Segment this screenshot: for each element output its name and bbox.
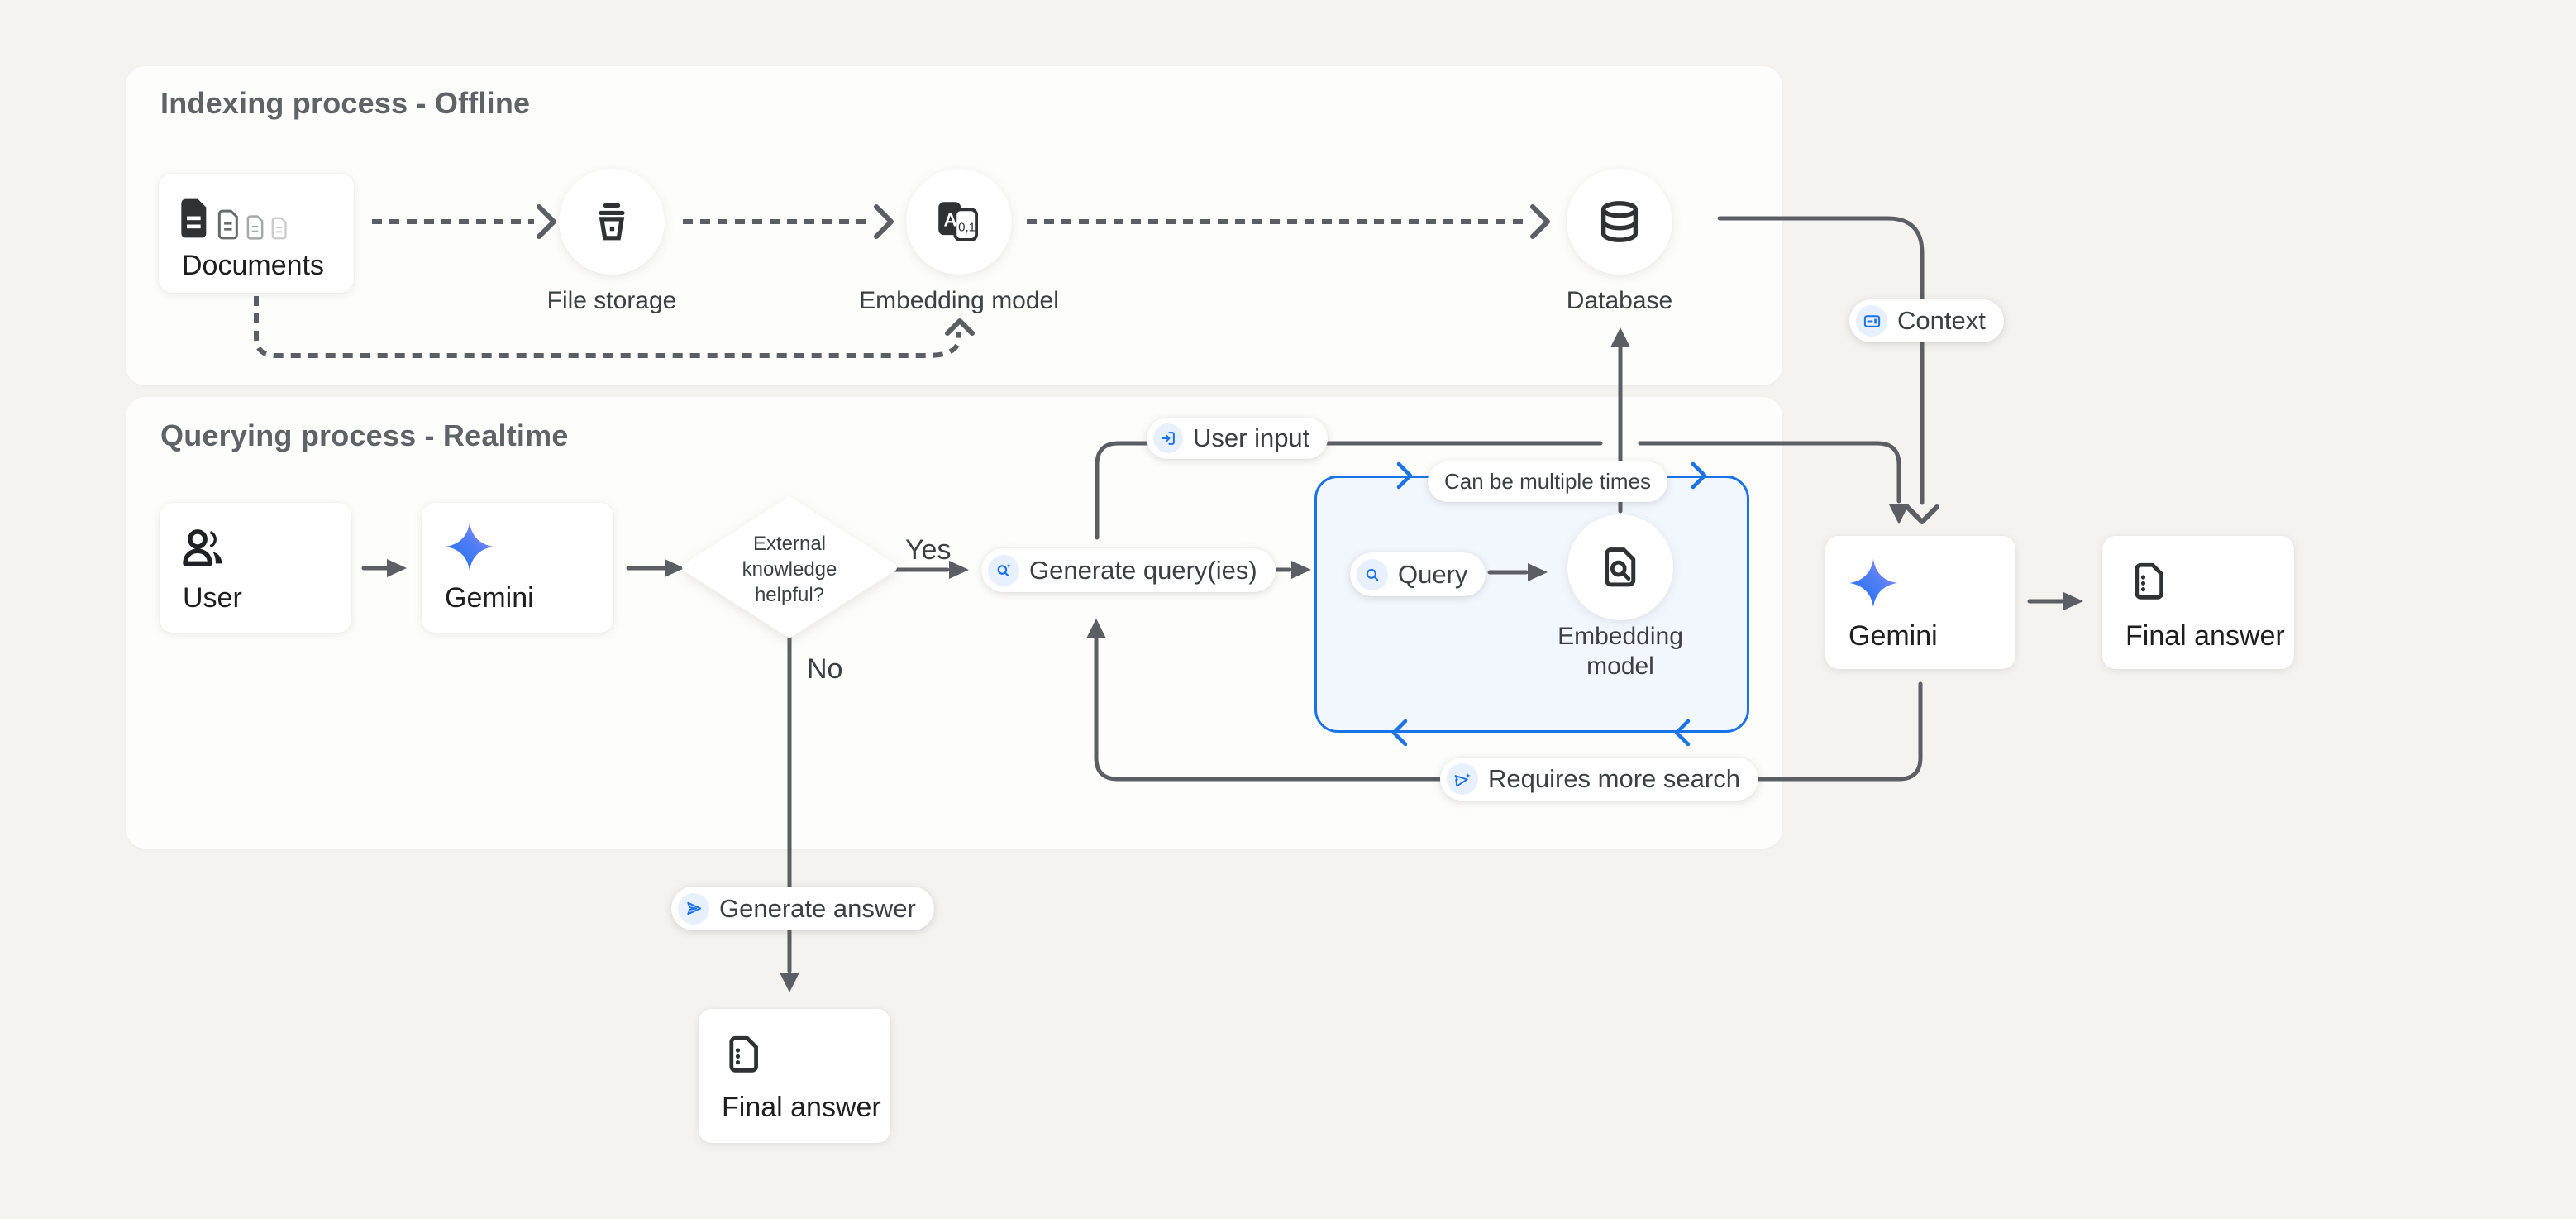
send-icon — [678, 892, 709, 925]
generate-queries-pill[interactable]: Generate query(ies) — [981, 548, 1276, 592]
gemini-answer-label: Gemini — [1849, 620, 1938, 652]
final-answer-right-card[interactable]: Final answer — [2102, 536, 2294, 669]
file-storage-label: File storage — [546, 287, 677, 314]
search-icon — [1357, 558, 1388, 590]
document-icon — [181, 198, 207, 238]
gemini-star-icon — [1849, 558, 1898, 608]
embedding-model-label: Embedding model — [859, 287, 1059, 314]
no-edge-label: No — [807, 653, 843, 685]
send-sparkle-icon — [1447, 763, 1478, 795]
user-input-label: User input — [1193, 423, 1310, 452]
requires-more-search-label: Requires more search — [1488, 764, 1740, 793]
documents-label: Documents — [182, 250, 324, 281]
embedding-model-icon: A 0,1 — [938, 202, 979, 241]
documents-card[interactable]: Documents — [159, 174, 354, 293]
database-node[interactable] — [1567, 169, 1672, 275]
document-icon — [246, 215, 264, 240]
context-pill-label: Context — [1897, 306, 1986, 335]
final-answer-right-label: Final answer — [2125, 620, 2285, 652]
documents-icon — [179, 197, 289, 240]
query-embedding-label: Embedding model — [1558, 623, 1683, 680]
user-label: User — [183, 582, 242, 614]
can-be-multiple-times-label: Can be multiple times — [1444, 469, 1651, 494]
database-label: Database — [1566, 287, 1673, 314]
login-icon — [1153, 423, 1183, 453]
gemini-star-icon — [445, 522, 494, 571]
decision-text: External knowledge helpful? — [742, 533, 837, 606]
user-card[interactable]: User — [160, 503, 351, 633]
gemini-answer-card[interactable]: Gemini — [1825, 536, 2015, 669]
generate-answer-pill[interactable]: Generate answer — [671, 887, 934, 930]
yes-edge-label: Yes — [905, 534, 952, 566]
database-icon — [1600, 201, 1639, 242]
query-pill-label: Query — [1398, 559, 1468, 589]
retrieval-loop-box — [1314, 476, 1749, 733]
search-sparkle-icon — [988, 554, 1019, 586]
query-pill[interactable]: Query — [1350, 552, 1486, 596]
document-search-icon — [1605, 547, 1636, 587]
embedding-icon-digits: 0,1 — [958, 220, 976, 234]
final-answer-bottom-label: Final answer — [722, 1092, 881, 1123]
user-group-icon — [183, 529, 222, 566]
query-embedding-node[interactable] — [1567, 514, 1673, 620]
indexing-panel-title: Indexing process - Offline — [160, 86, 531, 120]
storage-bucket-icon — [599, 203, 625, 241]
gemini-query-label: Gemini — [445, 582, 534, 614]
requires-more-search-pill[interactable]: Requires more search — [1440, 758, 1758, 801]
final-answer-bottom-card[interactable]: Final answer — [699, 1009, 890, 1143]
can-be-multiple-times-pill: Can be multiple times — [1428, 461, 1667, 502]
file-storage-node[interactable] — [559, 169, 665, 275]
context-icon — [1856, 305, 1887, 337]
querying-panel-title: Querying process - Realtime — [160, 418, 569, 452]
final-answer-doc-icon — [729, 1035, 758, 1073]
decision-diamond[interactable]: External knowledge helpful? — [682, 495, 897, 640]
document-icon — [217, 209, 238, 240]
user-input-pill[interactable]: User input — [1147, 418, 1329, 459]
context-pill[interactable]: Context — [1849, 299, 2004, 342]
embedding-model-node[interactable]: A 0,1 — [906, 169, 1012, 275]
generate-queries-label: Generate query(ies) — [1029, 555, 1257, 585]
generate-answer-label: Generate answer — [719, 893, 916, 923]
embedding-icon-letter: A — [943, 210, 956, 231]
final-answer-doc-icon — [2135, 562, 2163, 600]
gemini-query-card[interactable]: Gemini — [422, 503, 613, 633]
document-icon — [271, 217, 287, 240]
